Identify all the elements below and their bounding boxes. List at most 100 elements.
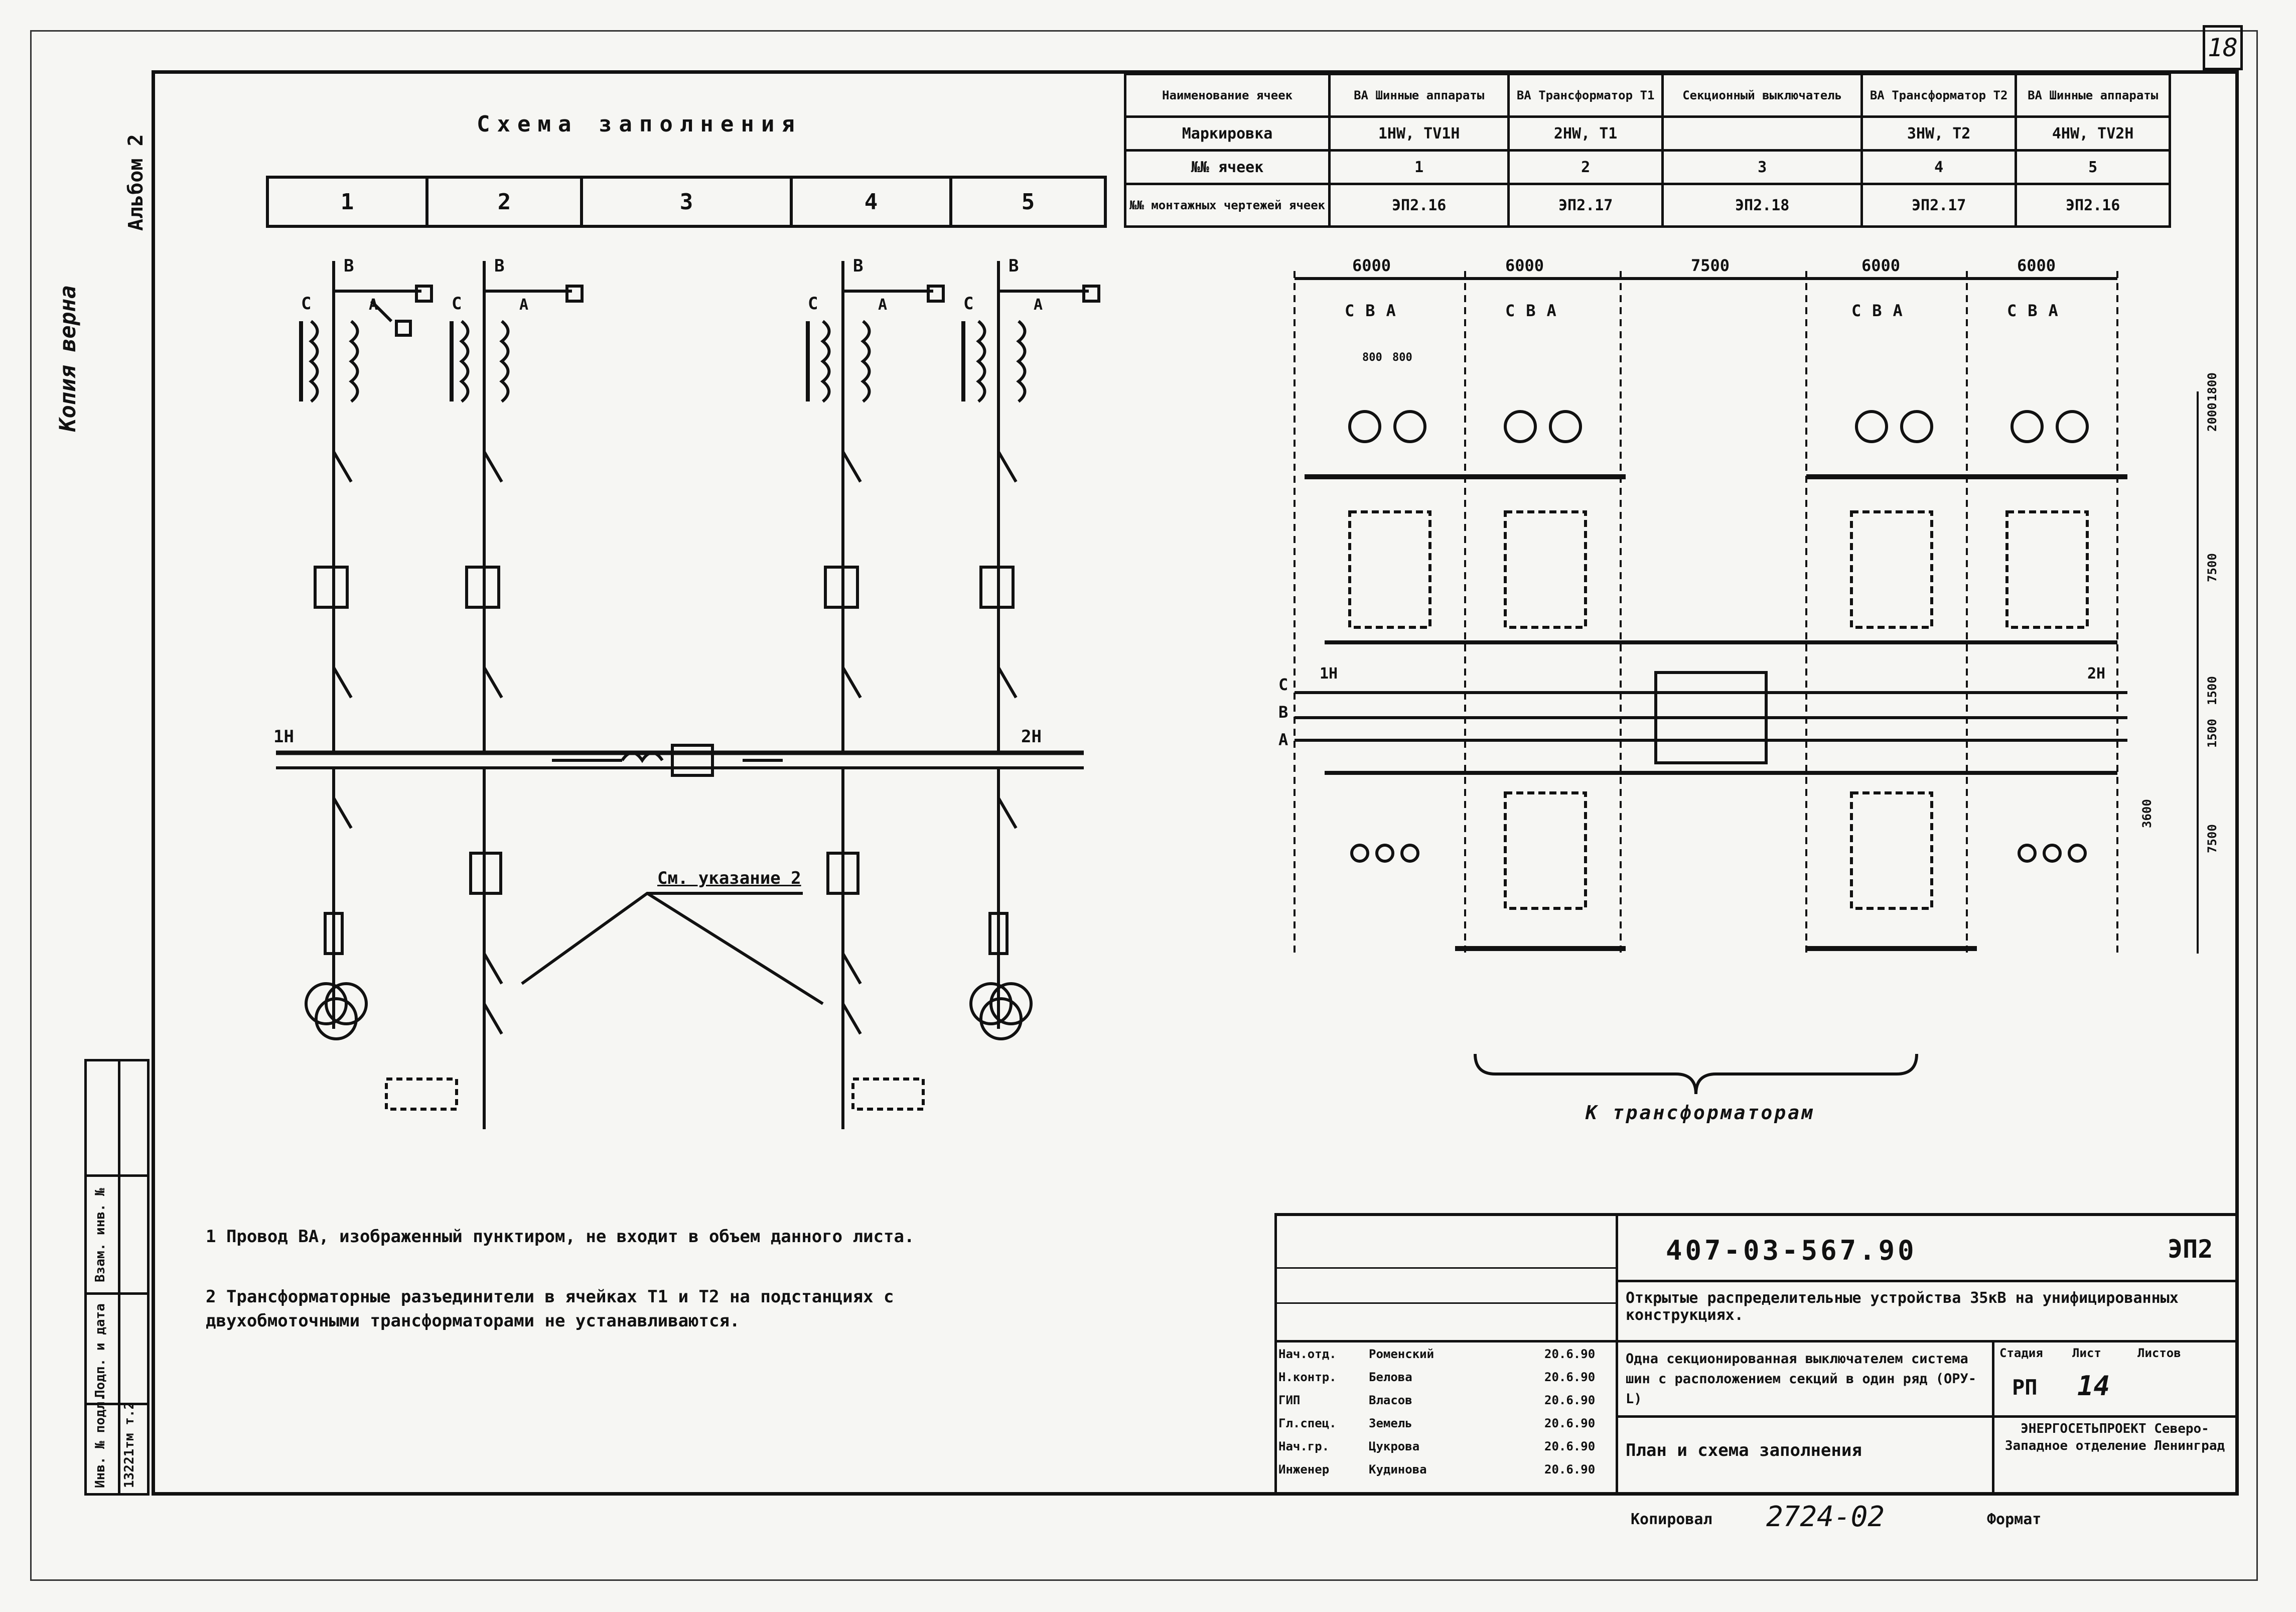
cell-number: 2 [425,176,583,228]
table-header: ВА Шинные аппараты [2015,73,2172,118]
table-cell: 4НW, TV2Н [2015,115,2172,152]
sign-date: 20.6.90 [1544,1416,1596,1430]
sign-date: 20.6.90 [1544,1393,1596,1407]
cell-number: 3 [580,176,793,228]
phase-label: А [519,296,529,314]
phase-letter: В [2028,301,2049,320]
cell-table: Наименование ячеек ВА Шинные аппараты ВА… [1123,73,2172,228]
person-name: Белова [1369,1370,1412,1384]
phase-letter: С [1345,301,1366,320]
side-stamp: Инв. № подл. 13221тм т.2 Подп. и дата Вз… [84,1059,150,1496]
sheet-value: 14 [2077,1370,2110,1402]
phase-label: С [808,294,818,314]
table-cell: ЭП2.16 [1328,183,1510,228]
cell1-phases: СВА [1345,301,1407,320]
side-dimension: 1800 [2205,372,2219,401]
table-header: ВА Шинные аппараты [1328,73,1510,118]
sign-date: 20.6.90 [1544,1370,1596,1384]
phase-letter: А [1386,301,1407,320]
person-name: Роменский [1369,1347,1434,1361]
sheets-label: Листов [2137,1346,2181,1360]
side-dimension: 1500 [2205,676,2219,705]
cell4-phases: СВА [1851,301,1914,320]
person-name: Власов [1369,1393,1412,1407]
phase-letter: А [2048,301,2069,320]
person-name: Земель [1369,1416,1412,1430]
phase-label: А [878,296,888,314]
note-1: 1 Провод ВА, изображенный пунктиром, не … [206,1227,915,1247]
cell-number: 1 [266,176,428,228]
cell-number-row: 1 2 3 4 5 [266,176,1107,228]
table-cell: 3 [1661,149,1863,185]
sub-title: Одна секционированная выключателем систе… [1626,1351,1976,1407]
phase-label: А [1034,296,1043,314]
role: Н.контр. [1278,1370,1337,1384]
side-dimension: 2000 [2205,402,2219,432]
plan-view [1294,271,2199,1095]
copy-number: 2724-02 [1766,1501,1885,1533]
schema-title: Схема заполнения [477,111,802,137]
table-cell: №№ монтажных чертежей ячеек [1123,183,1331,228]
left-phase-label: В [1278,703,1288,722]
single-line-schematic [276,261,1100,1129]
cell5-phases: СВА [2007,301,2069,320]
sheet-label: Лист [2072,1346,2101,1360]
role: ГИП [1278,1393,1301,1407]
phase-label: В [1009,256,1019,276]
table-cell: ЭП2.17 [1860,183,2018,228]
side-dimension: 7500 [2205,553,2219,582]
small-dimension: 800 [1392,351,1412,364]
side-dimension: 7500 [2205,824,2219,853]
role: Нач.отд. [1278,1347,1337,1361]
stage-value: РП [2012,1375,2038,1400]
person-name: Кудинова [1369,1462,1427,1476]
table-cell: ЭП2.18 [1661,183,1863,228]
phase-letter: А [1893,301,1914,320]
table-cell: ЭП2.17 [1507,183,1664,228]
sign-date: 20.6.90 [1544,1347,1596,1361]
dimension-label: 7500 [1691,256,1730,275]
phase-letter: В [1872,301,1893,320]
dimension-label: 6000 [1861,256,1901,275]
outer-border [30,30,2258,1581]
drawing-frame [152,70,2239,1496]
doc-code: 407-03-567.90 [1666,1235,1917,1266]
cell-number: 5 [949,176,1107,228]
phase-label: С [452,294,462,314]
sign-date: 20.6.90 [1544,1462,1596,1476]
person-name: Цукрова [1369,1439,1420,1453]
stage-label: Стадия [1999,1346,2043,1360]
side-dimension: 1500 [2205,719,2219,748]
phase-letter: С [2007,301,2028,320]
cell-number: 4 [790,176,952,228]
sign-date: 20.6.90 [1544,1439,1596,1453]
plan-bus-left: 1Н [1320,665,1338,683]
format-label: Формат [1987,1511,2042,1528]
role: Гл.спец. [1278,1416,1337,1430]
table-cell: 1 [1328,149,1510,185]
table-header: Наименование ячеек [1123,73,1331,118]
dimension-label: 6000 [1352,256,1391,275]
table-header: Секционный выключатель [1661,73,1863,118]
phase-letter: В [1365,301,1386,320]
phase-letter: С [1851,301,1873,320]
phase-label: В [494,256,505,276]
role: Инженер [1278,1462,1330,1476]
side-dimension: 3600 [2140,799,2154,828]
table-cell: ЭП2.16 [2015,183,2172,228]
note-2: 2 Трансформаторные разъединители в ячейк… [206,1287,894,1331]
phase-label: С [963,294,974,314]
to-transformers-label: К трансформаторам [1586,1102,1815,1124]
plan-bus-right: 2Н [2087,665,2106,683]
sheet-title: План и схема заполнения [1626,1440,1862,1460]
table-header: ВА Трансформатор Т1 [1507,73,1664,118]
title-block: 407-03-567.90 ЭП2 Открытые распределител… [1274,1215,2238,1496]
dimension-label: 6000 [2017,256,2056,275]
table-cell: 2 [1507,149,1664,185]
bus-label-right: 2Н [1021,727,1042,747]
left-phase-label: С [1278,675,1288,694]
phase-label: С [301,294,312,314]
table-cell: 5 [2015,149,2172,185]
phase-label: А [369,296,378,314]
